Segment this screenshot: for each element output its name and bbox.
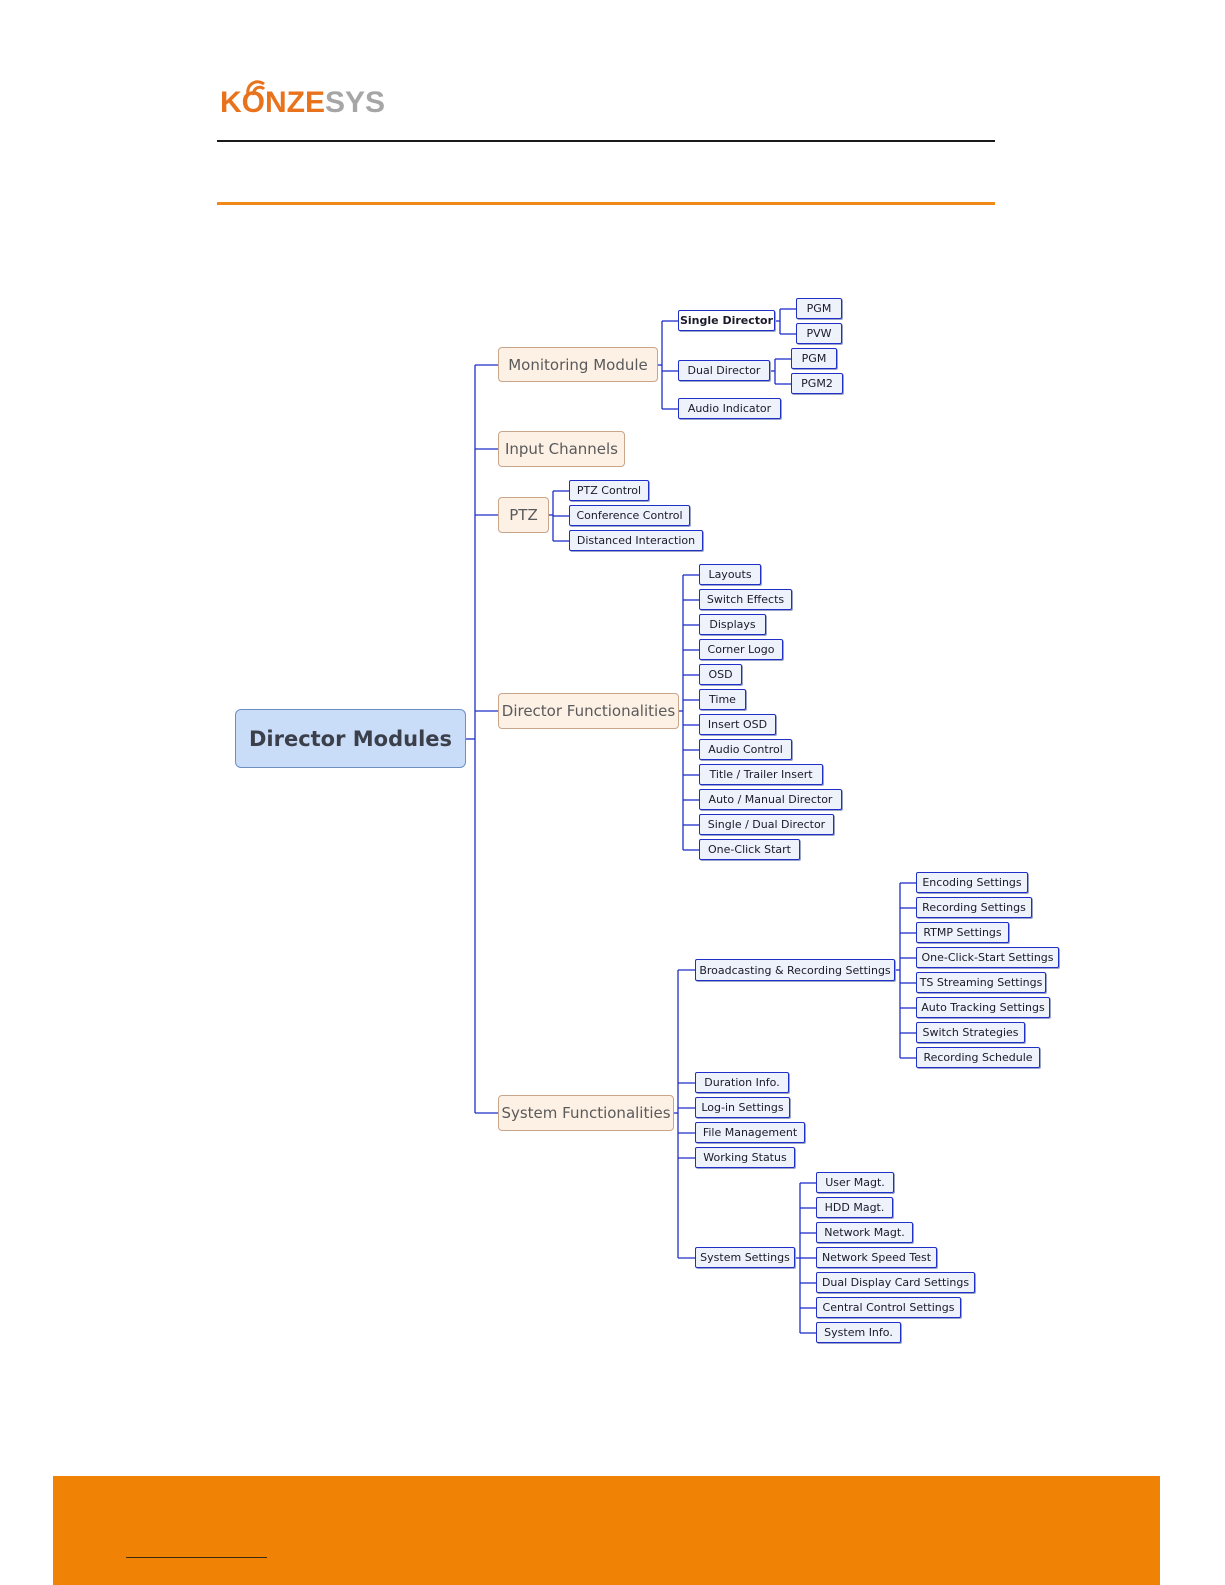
node-dual-director-pgm: PGM [791, 348, 837, 369]
node-audio-indicator: Audio Indicator [678, 398, 781, 419]
header-rule [217, 140, 995, 142]
node-br-recording-settings: Recording Settings [916, 897, 1032, 918]
node-duration-info: Duration Info. [695, 1072, 789, 1093]
node-ptz: PTZ [498, 497, 549, 533]
node-dual-director-pgm2: PGM2 [791, 373, 843, 394]
node-single-director-pgm: PGM [796, 298, 842, 319]
node-df-insert-osd: Insert OSD [699, 714, 776, 735]
node-ss-network-speed-test: Network Speed Test [816, 1247, 937, 1268]
header-accent-rule [217, 202, 995, 205]
node-br-one-click-start-settings: One-Click-Start Settings [916, 947, 1059, 968]
node-file-management: File Management [695, 1122, 805, 1143]
node-df-switch-effects: Switch Effects [699, 589, 792, 610]
node-conference-control: Conference Control [569, 505, 690, 526]
node-br-rtmp-settings: RTMP Settings [916, 922, 1009, 943]
node-ss-dual-display-card-settings: Dual Display Card Settings [816, 1272, 975, 1293]
node-input-channels: Input Channels [498, 431, 625, 467]
node-br-switch-strategies: Switch Strategies [916, 1022, 1025, 1043]
node-br-ts-streaming-settings: TS Streaming Settings [916, 972, 1046, 993]
node-df-time: Time [699, 689, 746, 710]
node-ss-hdd-magt: HDD Magt. [816, 1197, 893, 1218]
node-ptz-control: PTZ Control [569, 480, 649, 501]
node-df-corner-logo: Corner Logo [699, 639, 783, 660]
logo-wordmark: KONZESYS [220, 86, 385, 120]
node-working-status: Working Status [695, 1147, 795, 1168]
node-director-functionalities: Director Functionalities [498, 693, 679, 729]
node-df-one-click-start: One-Click Start [699, 839, 800, 860]
node-monitoring-module: Monitoring Module [498, 347, 658, 382]
node-broadcasting-recording-settings: Broadcasting & Recording Settings [695, 959, 895, 981]
signal-waves-icon [246, 80, 266, 96]
node-df-displays: Displays [699, 614, 766, 635]
node-ss-network-magt: Network Magt. [816, 1222, 913, 1243]
node-df-title-trailer-insert: Title / Trailer Insert [699, 764, 823, 785]
logo-wordmark-orange: KONZE [220, 86, 325, 119]
node-ss-user-magt: User Magt. [816, 1172, 894, 1193]
node-login-settings: Log-in Settings [695, 1097, 790, 1118]
node-df-auto-manual-director: Auto / Manual Director [699, 789, 842, 810]
node-ss-central-control-settings: Central Control Settings [816, 1297, 961, 1318]
node-br-encoding-settings: Encoding Settings [916, 872, 1028, 893]
node-director-modules: Director Modules [235, 709, 466, 768]
node-ss-system-info: System Info. [816, 1322, 901, 1343]
node-br-recording-schedule: Recording Schedule [916, 1047, 1040, 1068]
node-single-director: Single Director [678, 310, 775, 331]
node-br-auto-tracking-settings: Auto Tracking Settings [916, 997, 1050, 1018]
node-df-osd: OSD [699, 664, 742, 685]
node-distanced-interaction: Distanced Interaction [569, 530, 703, 551]
node-dual-director: Dual Director [678, 360, 770, 381]
node-df-layouts: Layouts [699, 564, 761, 585]
node-df-single-dual-director: Single / Dual Director [699, 814, 834, 835]
node-system-settings: System Settings [695, 1247, 795, 1268]
node-single-director-pvw: PVW [796, 323, 842, 344]
footer-band [53, 1476, 1160, 1585]
logo-wordmark-gray: SYS [325, 86, 386, 119]
node-df-audio-control: Audio Control [699, 739, 792, 760]
node-system-functionalities: System Functionalities [498, 1095, 674, 1131]
footer-link-underline [126, 1557, 267, 1558]
